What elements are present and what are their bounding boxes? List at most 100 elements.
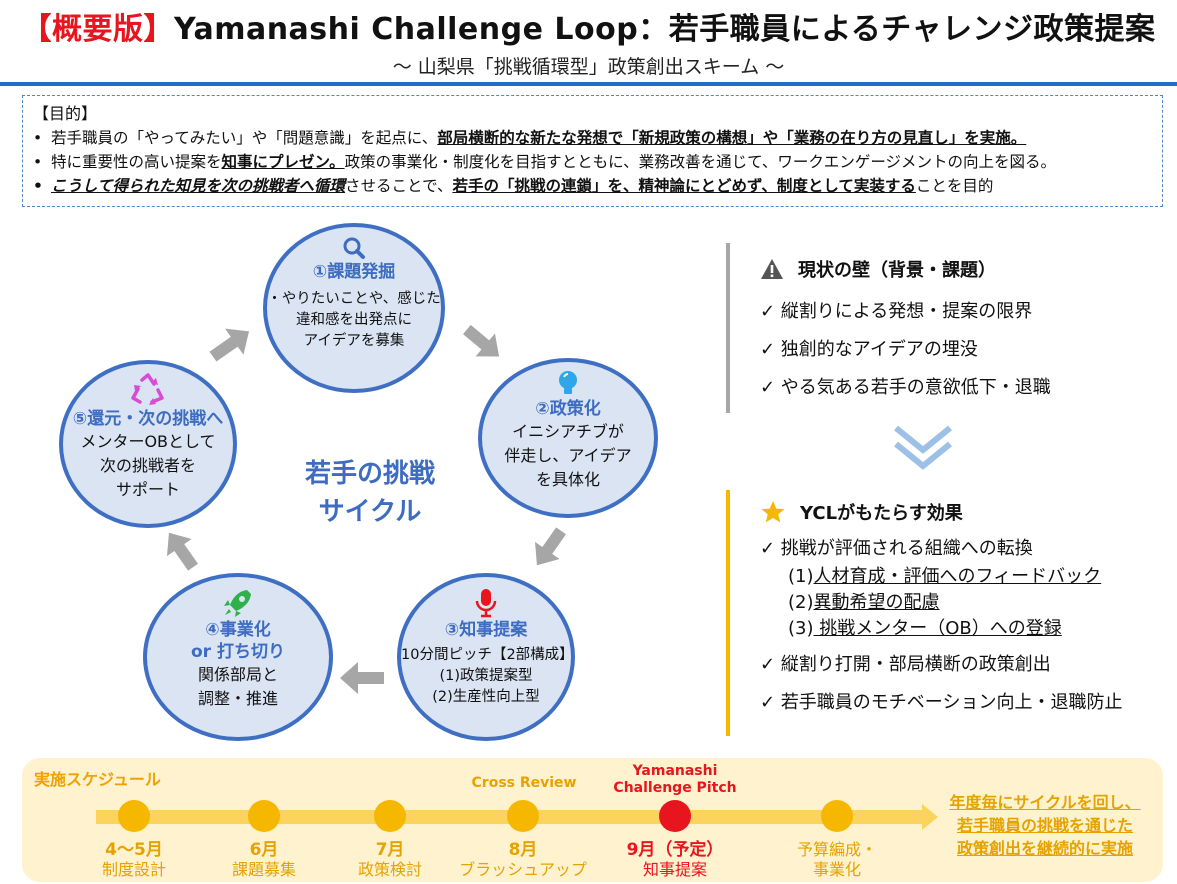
lightbulb-icon <box>559 371 577 394</box>
milestone-dot <box>374 800 406 832</box>
milestone-text: 政策検討 <box>357 860 422 879</box>
challenges-heading-text: 現状の壁（背景・課題） <box>798 260 996 281</box>
effect-sub-item: (2)異動希望の配慮 <box>760 590 1122 616</box>
sub-text: 人材育成・評価へのフィードバック <box>813 566 1102 587</box>
purpose-text: 若手職員の「やってみたい」や「問題意識」を起点に、 <box>51 129 438 147</box>
schedule-panel: 実施スケジュール 4～5月 制度設計 6月 課題募集 7月 政策検討 Cross… <box>22 758 1163 882</box>
effect-item: ✓ 挑戦が評価される組織への転換 <box>760 538 1033 559</box>
cycle-step-2: ②政策化 イニシアチブが 伴走し、アイデア を具体化 <box>478 358 658 518</box>
milestone-label: 8月 ブラッシュアップ <box>453 840 593 880</box>
milestone-text: 予算編成・ <box>796 840 877 859</box>
sub-text: 異動希望の配慮 <box>813 592 940 613</box>
milestone-dot <box>118 800 150 832</box>
milestone-month: 6月 <box>249 840 279 860</box>
challenges-heading: 現状の壁（背景・課題） <box>760 255 1051 283</box>
milestone-dot <box>507 800 539 832</box>
sub-text: 挑戦メンター（OB）への登録 <box>813 618 1062 639</box>
milestone-dot-highlight <box>659 800 691 832</box>
effect-sub-item: (3) 挑戦メンター（OB）への登録 <box>760 616 1122 642</box>
purpose-emphasis: 知事にプレゼン。 <box>221 153 345 171</box>
arrow-icon <box>534 527 566 566</box>
milestone-text: ブラッシュアップ <box>459 860 587 879</box>
step-line: を具体化 <box>535 470 600 489</box>
milestone-label: 9月（予定） 知事提案 <box>605 840 745 880</box>
recycle-icon <box>131 373 164 405</box>
rocket-icon <box>224 590 251 617</box>
challenge-item: ✓ やる気ある若手の意欲低下・退職 <box>760 377 1051 398</box>
bullet: • <box>33 129 43 147</box>
step-title: ③知事提案 <box>444 620 528 640</box>
step-line: サポート <box>115 480 180 499</box>
step-line: 10分間ピッチ【2部構成】 <box>401 647 574 663</box>
purpose-line-1: • 若手職員の「やってみたい」や「問題意識」を起点に、部局横断的な新たな発想で「新… <box>33 126 1152 150</box>
purpose-text: させることで、 <box>345 177 453 195</box>
cycle-step-1: ①課題発掘 ・やりたいことや、感じた 違和感を出発点に アイデアを募集 <box>263 223 445 393</box>
step-title: ①課題発掘 <box>312 262 396 282</box>
milestone-text: 制度設計 <box>101 860 166 879</box>
step-line: (1)政策提案型 <box>439 668 533 684</box>
step-title: ⑤還元・次の挑戦へ <box>72 409 224 429</box>
step-line: 伴走し、アイデア <box>504 446 632 465</box>
sub-num: (1) <box>788 566 814 587</box>
milestone-above-label: Cross Review <box>471 775 577 791</box>
effect-sub-item: (1)人材育成・評価へのフィードバック <box>760 564 1122 590</box>
star-icon <box>761 501 785 523</box>
sub-num: (2) <box>788 592 814 613</box>
result-line: 若手職員の挑戦を通じた <box>956 816 1133 835</box>
milestone-above-label: Yamanashi Challenge Pitch <box>595 763 755 797</box>
purpose-emphasis: 若手の「挑戦の連鎖」を、精神論にとどめず、制度として実装する <box>452 177 916 195</box>
page-title: 【概要版】Yamanashi Challenge Loop：若手職員によるチャレ… <box>0 4 1177 48</box>
challenge-item: ✓ 独創的なアイデアの埋没 <box>760 339 978 360</box>
step-title: ②政策化 <box>535 399 601 419</box>
purpose-text: 特に重要性の高い提案を <box>51 153 222 171</box>
center-line-2: サイクル <box>318 497 422 527</box>
purpose-text: ことを目的 <box>915 177 994 195</box>
effects-panel: YCLがもたらす効果 ✓ 挑戦が評価される組織への転換 (1)人材育成・評価への… <box>726 490 1122 736</box>
step-title-2: or 打ち切り <box>191 642 285 662</box>
milestone-dot <box>821 800 853 832</box>
milestone-text: 事業化 <box>812 860 861 879</box>
chevron-down-icon <box>894 425 952 470</box>
milestone-month: 7月 <box>375 840 405 860</box>
step-line: メンターOBとして <box>80 432 216 451</box>
step-line: アイデアを募集 <box>303 333 405 349</box>
step-line: イニシアチブが <box>512 422 624 441</box>
schedule-result: 年度毎にサイクルを回し、 若手職員の挑戦を通じた 政策創出を継続的に実施 <box>930 791 1160 860</box>
step-line: (2)生産性向上型 <box>432 689 540 705</box>
milestone-label: 予算編成・ 事業化 <box>767 840 907 880</box>
milestone-month: 8月 <box>508 840 538 860</box>
bullet: • <box>33 177 43 195</box>
title-text: Yamanashi Challenge Loop：若手職員によるチャレンジ政策提… <box>173 12 1156 47</box>
result-line: 年度毎にサイクルを回し、 <box>949 793 1141 812</box>
arrow-icon <box>340 662 384 694</box>
cycle-step-3: ③知事提案 10分間ピッチ【2部構成】 (1)政策提案型 (2)生産性向上型 <box>397 573 575 741</box>
cycle-step-5: ⑤還元・次の挑戦へ メンターOBとして 次の挑戦者を サポート <box>59 360 237 528</box>
milestone-text: 課題募集 <box>231 860 296 879</box>
summary-tag: 【概要版】 <box>21 12 174 47</box>
pitch-line-1: Yamanashi <box>632 763 718 779</box>
arrow-icon <box>166 532 198 571</box>
purpose-line-2: •特に重要性の高い提案を知事にプレゼン。政策の事業化・制度化を目指すとともに、業… <box>33 150 1152 174</box>
arrow-icon <box>209 328 250 362</box>
bullet: • <box>33 153 43 171</box>
step-title: ④事業化 <box>205 620 271 640</box>
step-line: 調整・推進 <box>197 689 278 708</box>
milestone-month: 4～5月 <box>105 840 163 860</box>
milestone-label: 4～5月 制度設計 <box>64 840 204 880</box>
purpose-emphasis: 部局横断的な新たな発想で「新規政策の構想」や「業務の在り方の見直し」を実施。 <box>437 129 1027 147</box>
effects-heading-text: YCLがもたらす効果 <box>800 503 963 524</box>
effect-item: ✓ 若手職員のモチベーション向上・退職防止 <box>760 692 1123 713</box>
challenge-item: ✓ 縦割りによる発想・提案の限界 <box>760 301 1033 322</box>
search-icon <box>343 237 365 259</box>
warning-icon <box>761 259 783 279</box>
purpose-line-3: •こうして得られた知見を次の挑戦者へ循環させることで、若手の「挑戦の連鎖」を、精… <box>33 174 1152 198</box>
milestone-text: 知事提案 <box>642 860 707 879</box>
microphone-icon <box>475 589 497 618</box>
cycle-step-4: ④事業化 or 打ち切り 関係部局と 調整・推進 <box>143 573 333 741</box>
purpose-box: 【目的】 •若手職員の「やってみたい」や「問題意識」を起点に、部局横断的な新たな… <box>22 95 1163 207</box>
pitch-line-2: Challenge Pitch <box>613 780 737 796</box>
effects-heading: YCLがもたらす効果 <box>760 498 1122 526</box>
step-line: 違和感を出発点に <box>296 312 412 328</box>
challenges-panel: 現状の壁（背景・課題） ✓ 縦割りによる発想・提案の限界 ✓ 独創的なアイデアの… <box>726 243 1051 413</box>
sub-num: (3) <box>788 618 814 639</box>
